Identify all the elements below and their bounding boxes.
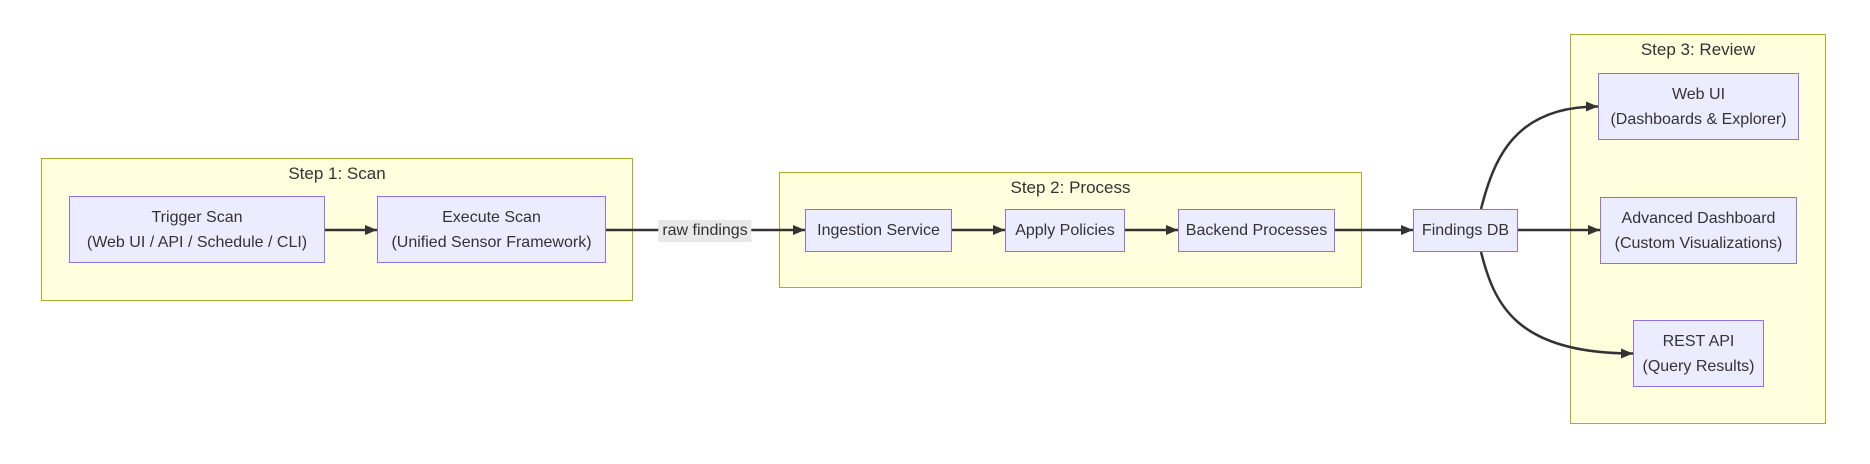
node-rest-api-line1: REST API: [1662, 332, 1735, 350]
node-trigger-scan: Trigger Scan (Web UI / API / Schedule / …: [69, 196, 325, 263]
edge-findings-to-restapi: [1479, 251, 1634, 359]
edge-label-raw-findings: raw findings: [658, 220, 752, 242]
node-trigger-scan-line1: Trigger Scan: [151, 208, 243, 226]
node-advanced-dashboard-line2: (Custom Visualizations): [1614, 234, 1783, 252]
node-apply-policies: Apply Policies: [1005, 209, 1125, 252]
node-backend-processes: Backend Processes: [1178, 209, 1335, 252]
node-ingestion-service-line1: Ingestion Service: [817, 222, 940, 239]
cluster-step-2-title: Step 2: Process: [1010, 178, 1131, 197]
node-web-ui: Web UI (Dashboards & Explorer): [1598, 73, 1799, 140]
node-ingestion-service: Ingestion Service: [805, 209, 952, 252]
node-web-ui-line1: Web UI: [1671, 85, 1726, 103]
node-advanced-dashboard: Advanced Dashboard (Custom Visualization…: [1600, 197, 1797, 264]
node-rest-api: REST API (Query Results): [1633, 320, 1764, 387]
node-execute-scan-line2: (Unified Sensor Framework): [391, 233, 592, 251]
edge-findings-to-webui: [1479, 101, 1599, 210]
node-findings-db-line1: Findings DB: [1421, 222, 1510, 239]
node-trigger-scan-line2: (Web UI / API / Schedule / CLI): [86, 233, 308, 251]
node-execute-scan-line1: Execute Scan: [442, 208, 541, 226]
node-apply-policies-line1: Apply Policies: [1015, 222, 1115, 239]
node-web-ui-line2: (Dashboards & Explorer): [1610, 110, 1787, 128]
cluster-step-1-title: Step 1: Scan: [288, 164, 386, 183]
cluster-step-3-title: Step 3: Review: [1640, 40, 1756, 59]
node-backend-processes-line1: Backend Processes: [1185, 222, 1328, 239]
node-advanced-dashboard-line1: Advanced Dashboard: [1621, 209, 1776, 227]
node-execute-scan: Execute Scan (Unified Sensor Framework): [377, 196, 606, 263]
node-findings-db: Findings DB: [1413, 209, 1518, 252]
node-rest-api-line2: (Query Results): [1642, 357, 1755, 375]
